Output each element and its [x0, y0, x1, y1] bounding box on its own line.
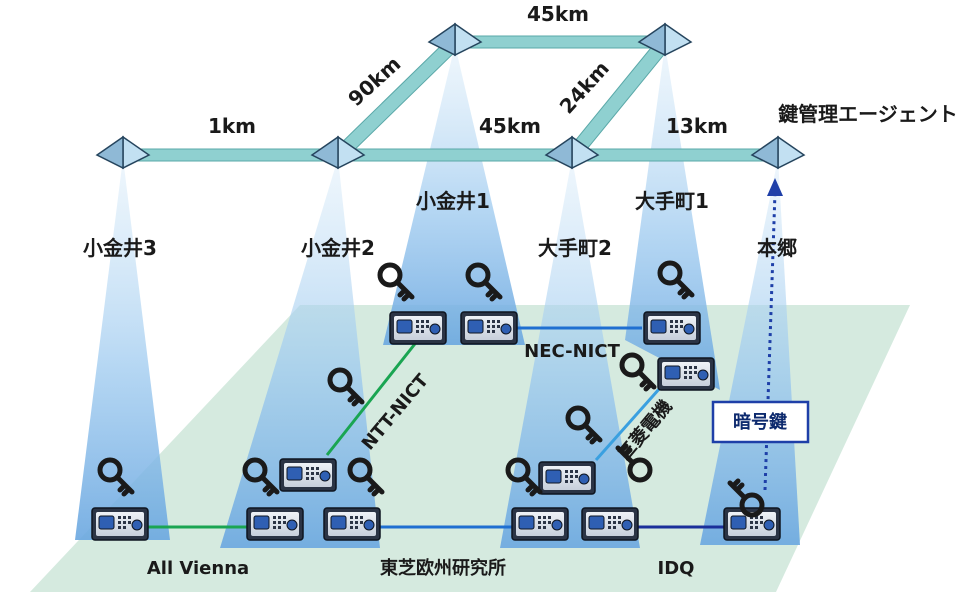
device-koganei2-a	[246, 507, 304, 541]
device-otemachi2-a	[538, 461, 596, 495]
qkd-links	[148, 326, 724, 529]
key-management-agent-label: 鍵管理エージェント	[778, 102, 958, 126]
device-koganei1-b	[460, 311, 518, 345]
node-label-hongo: 本郷	[757, 236, 797, 260]
device-koganei3	[91, 507, 149, 541]
node-label-koganei1: 小金井1	[416, 189, 490, 213]
backbone-top	[454, 35, 666, 49]
light-beams	[75, 45, 800, 548]
distance-right: 13km	[666, 114, 728, 138]
distance-mid: 45km	[479, 114, 541, 138]
beam-otemachi1	[625, 45, 720, 390]
device-otemachi2-c	[581, 507, 639, 541]
device-koganei2-b	[279, 458, 337, 492]
device-koganei1-a	[389, 311, 447, 345]
link-label-idq: IDQ	[658, 558, 695, 579]
pyramid-koganei3	[96, 136, 150, 169]
link-label-toshiba: 東芝欧州研究所	[380, 557, 506, 579]
node-label-koganei3: 小金井3	[83, 236, 157, 260]
beam-hongo	[700, 158, 800, 545]
beam-koganei2	[220, 158, 380, 548]
device-otemachi1-b	[657, 357, 715, 391]
key-tag-label: 暗号鍵	[733, 411, 787, 433]
distance-top: 45km	[527, 2, 589, 26]
backbone-bottom	[122, 148, 779, 162]
node-label-koganei2: 小金井2	[301, 236, 375, 260]
device-otemachi1-a	[643, 311, 701, 345]
link-label-all-vienna: All Vienna	[147, 558, 249, 579]
device-otemachi2-b	[511, 507, 569, 541]
device-toshiba	[323, 507, 381, 541]
link-label-nec-nict: NEC-NICT	[524, 341, 620, 362]
pyramid-hongo	[751, 136, 805, 169]
beam-koganei3	[75, 158, 170, 540]
arrowhead-icon	[767, 178, 783, 196]
node-label-otemachi1: 大手町1	[635, 189, 709, 213]
key-tag-box	[711, 400, 810, 444]
beam-koganei1	[383, 45, 525, 345]
distance-left: 1km	[208, 114, 256, 138]
link-mitsubishi	[594, 387, 662, 461]
link-ntt-nict	[325, 339, 420, 456]
pyramid-otemachi1	[638, 23, 692, 56]
node-label-otemachi2: 大手町2	[538, 236, 612, 260]
